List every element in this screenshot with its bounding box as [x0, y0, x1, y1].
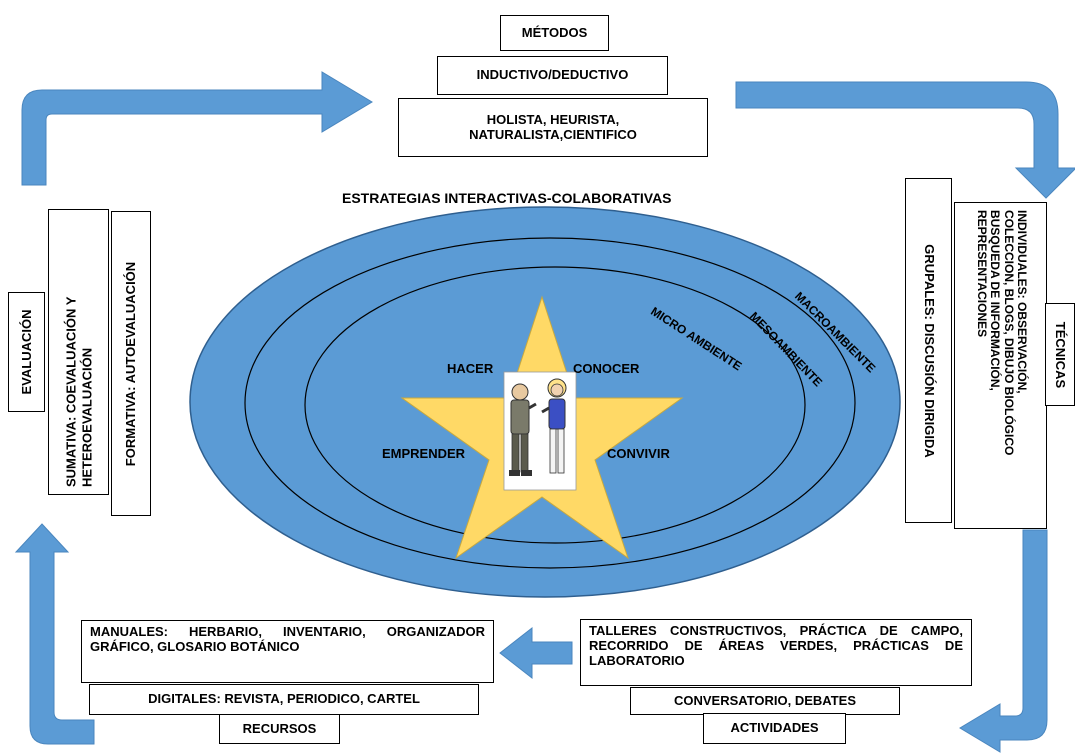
star-label-emprender: EMPRENDER — [382, 446, 466, 461]
arrow-metodos-to-tecnicas — [735, 81, 1075, 199]
conversatorio-text: CONVERSATORIO, DEBATES — [673, 692, 857, 708]
grupales-text: GRUPALES: DISCUSIÓN DIRIGIDA — [921, 243, 937, 458]
manuales-text: MANUALES: HERBARIO, INVENTARIO, ORGANIZA… — [90, 624, 485, 654]
individuales-line1: INDIVIDUALES: OBSERVACIÓN, — [1014, 209, 1029, 394]
arrow-actividades-to-recursos — [499, 626, 573, 680]
center-title: ESTRATEGIAS INTERACTIVAS-COLABORATIVAS — [342, 190, 672, 206]
star-label-hacer: HACER — [447, 361, 494, 376]
metodos-title-box: MÉTODOS — [500, 15, 609, 51]
evaluacion-title-box: EVALUACIÓN — [8, 292, 45, 412]
individuales-line4: REPRESENTACIONES — [974, 209, 989, 337]
actividades-title-box: ACTIVIDADES — [703, 713, 846, 744]
two-cartoon-people-icon — [503, 371, 577, 491]
sumativa-line2: HETEROEVALUACIÓN — [78, 347, 94, 487]
sumativa-box: SUMATIVA: COEVALUACIÓN Y HETEROEVALUACIÓ… — [48, 209, 109, 495]
tecnicas-title: TÉCNICAS — [1052, 321, 1068, 388]
digitales-text: DIGITALES: REVISTA, PERIODICO, CARTEL — [148, 691, 420, 707]
sumativa-text: SUMATIVA: COEVALUACIÓN Y HETEROEVALUACIÓ… — [63, 217, 94, 487]
conversatorio-box: CONVERSATORIO, DEBATES — [630, 687, 900, 715]
individuales-line3: BUSQUEDA DE INFORMACIÓN, — [987, 209, 1002, 391]
talleres-box: TALLERES CONSTRUCTIVOS, PRÁCTICA DE CAMP… — [580, 619, 972, 686]
manuales-box: MANUALES: HERBARIO, INVENTARIO, ORGANIZA… — [81, 620, 494, 683]
inductivo-text: INDUCTIVO/DEDUCTIVO — [476, 67, 629, 83]
star-label-convivir: CONVIVIR — [607, 446, 670, 461]
grupales-box: GRUPALES: DISCUSIÓN DIRIGIDA — [905, 178, 952, 523]
individuales-line2: COLECCION, BLOGS, DIBUJO BIOLÓGICO — [1000, 209, 1015, 455]
holista-box: HOLISTA, HEURISTA, NATURALISTA,CIENTIFIC… — [398, 98, 708, 157]
holista-line2: NATURALISTA,CIENTIFICO — [469, 126, 637, 142]
tecnicas-title-box: TÉCNICAS — [1045, 303, 1075, 406]
recursos-title-box: RECURSOS — [219, 714, 340, 744]
evaluacion-title: EVALUACIÓN — [18, 309, 34, 395]
holista-line1: HOLISTA, HEURISTA, — [486, 111, 620, 127]
formativa-box: FORMATIVA: AUTOEVALUACIÓN — [111, 211, 151, 516]
individuales-box: INDIVIDUALES: OBSERVACIÓN, COLECCION, BL… — [954, 202, 1047, 529]
star-label-conocer: CONOCER — [573, 361, 640, 376]
talleres-text: TALLERES CONSTRUCTIVOS, PRÁCTICA DE CAMP… — [589, 623, 963, 668]
formativa-text: FORMATIVA: AUTOEVALUACIÓN — [123, 261, 139, 466]
recursos-title: RECURSOS — [242, 720, 317, 736]
arrow-evaluacion-to-metodos — [21, 71, 373, 186]
actividades-title: ACTIVIDADES — [730, 720, 819, 736]
digitales-box: DIGITALES: REVISTA, PERIODICO, CARTEL — [89, 684, 479, 715]
arrow-tecnicas-to-actividades — [959, 529, 1048, 753]
sumativa-line1: SUMATIVA: COEVALUACIÓN Y — [62, 296, 78, 487]
metodos-title: MÉTODOS — [521, 24, 588, 40]
arrow-recursos-to-evaluacion — [14, 523, 95, 745]
inductivo-box: INDUCTIVO/DEDUCTIVO — [437, 56, 668, 95]
individuales-text: INDIVIDUALES: OBSERVACIÓN, COLECCION, BL… — [974, 210, 1028, 522]
